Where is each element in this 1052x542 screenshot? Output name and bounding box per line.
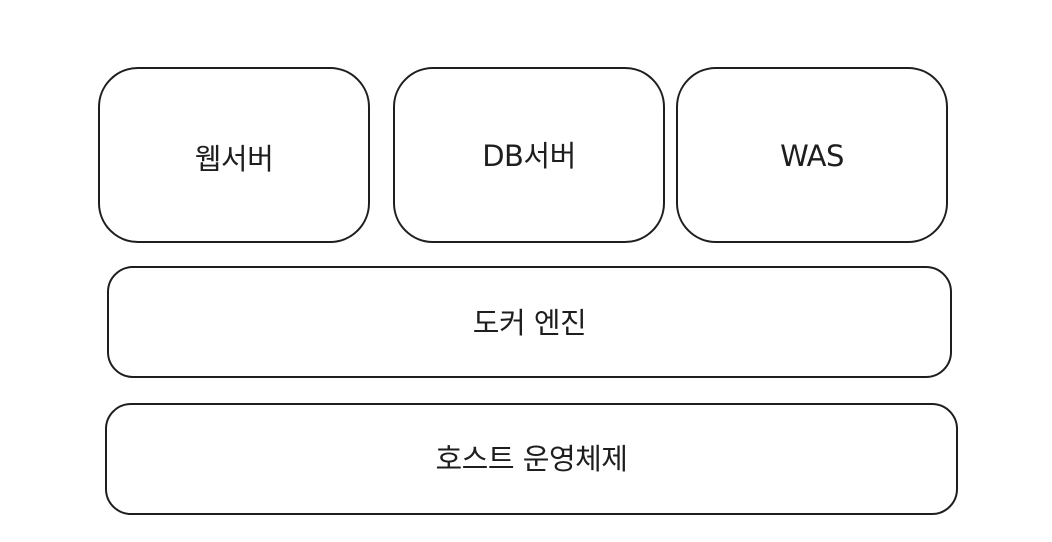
- was-label: WAS: [780, 139, 844, 173]
- db-server-box: DB서버: [393, 67, 665, 243]
- host-os-box: 호스트 운영체제: [105, 403, 958, 515]
- db-server-label: DB서버: [482, 139, 576, 173]
- web-server-box: 웹서버: [98, 67, 370, 243]
- web-server-label: 웹서버: [194, 142, 274, 176]
- was-box: WAS: [676, 67, 948, 243]
- docker-engine-box: 도커 엔진: [107, 266, 952, 378]
- docker-engine-label: 도커 엔진: [472, 306, 587, 340]
- host-os-label: 호스트 운영체제: [435, 442, 628, 476]
